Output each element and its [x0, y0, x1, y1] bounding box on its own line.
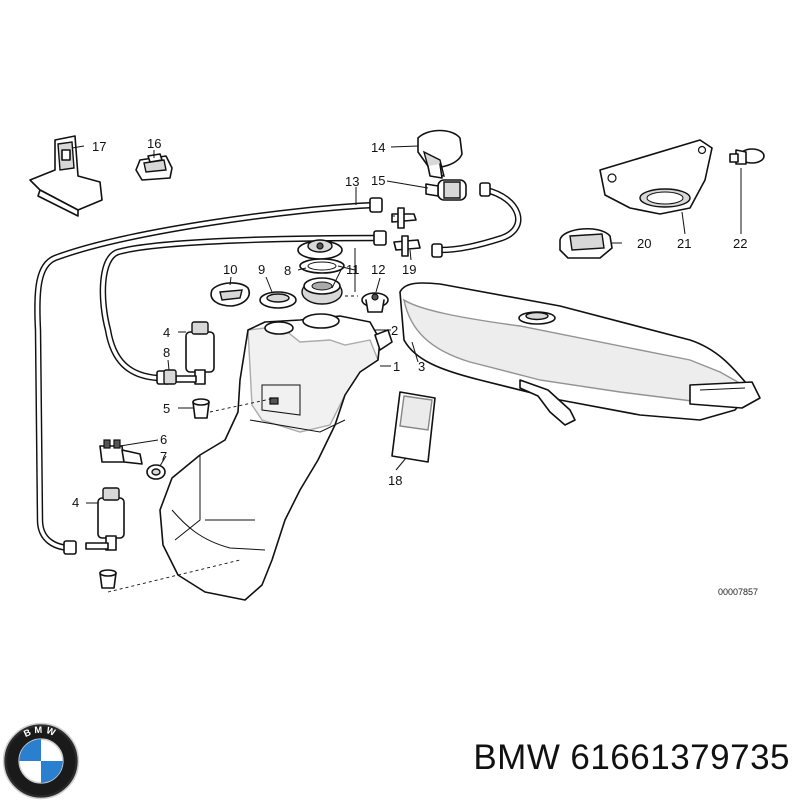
- part-5-grommet-lower: [99, 569, 117, 589]
- part-3-filler-neck: [399, 282, 761, 426]
- callout-4-upper: 4: [163, 325, 170, 340]
- part-8-clip: [163, 369, 177, 385]
- callout-21: 20: [637, 236, 651, 251]
- callout-22: 21: [677, 236, 691, 251]
- part-number: 61661379735: [570, 738, 790, 777]
- callout-18: 17: [92, 139, 106, 154]
- part-10-seal: [259, 291, 297, 309]
- callout-8: 8: [163, 345, 170, 360]
- callout-13: 12: [371, 262, 385, 277]
- callout-15: 14: [371, 140, 385, 155]
- callout-11: 10: [223, 262, 237, 277]
- part-13-grommet: [361, 292, 389, 313]
- callout-17: 16: [147, 136, 161, 151]
- drawing-code: 00007857: [718, 587, 758, 597]
- callout-labels: 17 16 14 13 15 8 10 9 11 12 19 2 1 3 4 8…: [72, 136, 758, 597]
- part-9-12-caps: [297, 239, 345, 305]
- part-1-reservoir: [159, 313, 393, 601]
- part-19-pad: [391, 391, 436, 463]
- leader-lines: [71, 145, 742, 593]
- callout-5: 5: [163, 401, 170, 416]
- part-23-push-clip: [729, 148, 765, 165]
- callout-16: 15: [371, 173, 385, 188]
- part-4-pump-lower: [85, 487, 125, 551]
- part-6-sensor: [99, 439, 143, 465]
- callout-4-lower: 4: [72, 495, 79, 510]
- callout-6: 6: [160, 432, 167, 447]
- callout-23: 22: [733, 236, 747, 251]
- svg-text:BMW: BMW: [22, 725, 59, 739]
- part-11-cap: [210, 282, 250, 307]
- part-20-connectors: [391, 207, 421, 257]
- callout-19: 18: [388, 473, 402, 488]
- callout-9: 8: [284, 263, 291, 278]
- part-7-grommet: [146, 464, 166, 480]
- part-5-grommet-upper: [192, 398, 210, 419]
- brand-name: BMW: [473, 738, 561, 777]
- callout-10: 9: [258, 262, 265, 277]
- callout-1: 1: [393, 359, 400, 374]
- part-15-nozzle: [417, 129, 463, 179]
- callout-7: 7: [160, 449, 167, 464]
- logo-lettering: BMW: [22, 725, 56, 739]
- part-22-bracket: [599, 139, 713, 215]
- callout-12: 11: [346, 262, 360, 277]
- part-18-bracket: [29, 135, 103, 217]
- part-21-clip: [559, 227, 613, 259]
- part-4-pump-upper: [175, 321, 215, 385]
- part-16-fitting: [425, 179, 467, 201]
- bmw-logo: BMW: [2, 722, 80, 800]
- callout-14: 13: [345, 174, 359, 189]
- callout-3: 3: [418, 359, 425, 374]
- part-17-clip: [135, 153, 173, 181]
- callout-20: 19: [402, 262, 416, 277]
- hoses: [34, 182, 522, 555]
- callout-2: 2: [391, 323, 398, 338]
